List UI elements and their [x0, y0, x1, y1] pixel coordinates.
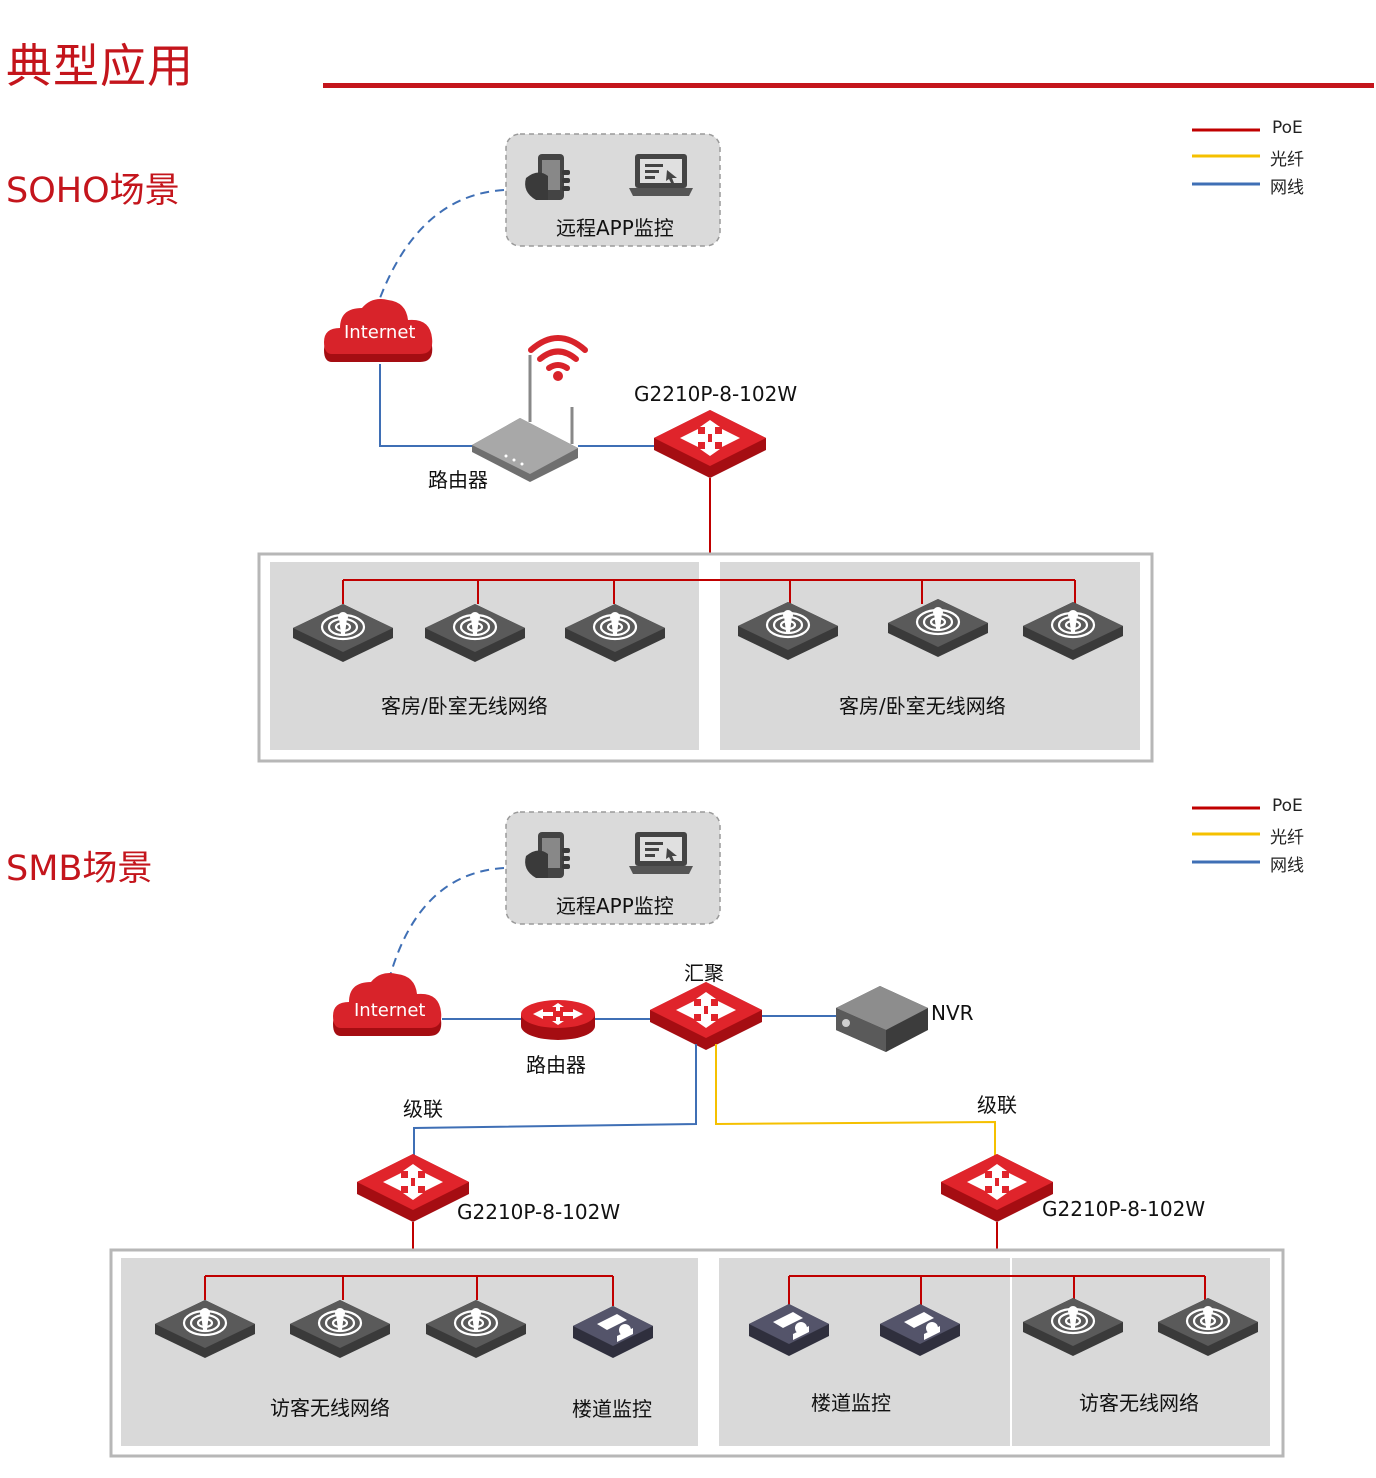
soho-internet-label: Internet	[344, 322, 416, 343]
smb-zone-guest-left-label: 访客无线网络	[270, 1396, 390, 1420]
wifi-icon	[528, 335, 588, 371]
smb-access-switch-right-icon	[941, 1154, 1053, 1222]
soho-router-label: 路由器	[428, 468, 488, 492]
legend-fiber-label: 光纤	[1270, 828, 1304, 848]
soho-zone-left-label: 客房/卧室无线网络	[381, 694, 548, 718]
nvr-icon	[836, 986, 928, 1052]
soho-remote-label: 远程APP监控	[556, 216, 674, 240]
soho-poe-bus	[342, 579, 1076, 604]
smb-core-switch-icon	[650, 982, 762, 1050]
legend-ethernet-label: 网线	[1270, 178, 1304, 198]
smb-zone-stair-left-label: 楼道监控	[572, 1397, 652, 1421]
smb-zone-right-a	[719, 1258, 1010, 1446]
smb-poe-bus-left	[204, 1275, 614, 1306]
smb-switch-right-model: G2210P-8-102W	[1042, 1197, 1206, 1221]
smb-remote-link	[389, 867, 505, 977]
smb-access-switch-left-icon	[357, 1154, 469, 1222]
laptop-icon	[629, 832, 693, 874]
smb-cascade-right-label: 级联	[977, 1093, 1017, 1117]
title-rule	[323, 83, 1374, 88]
smb-remote-label: 远程APP监控	[556, 894, 674, 918]
legend-poe-label: PoE	[1272, 796, 1303, 816]
legend-ethernet-label: 网线	[1270, 856, 1304, 876]
smb-core-label: 汇聚	[684, 961, 724, 985]
legend-fiber-label: 光纤	[1270, 150, 1304, 170]
smb-title: SMB场景	[6, 849, 153, 889]
smb-switch-left-model: G2210P-8-102W	[457, 1200, 621, 1224]
laptop-icon	[629, 154, 693, 196]
soho-title: SOHO场景	[6, 171, 180, 211]
smb-cascade-left-label: 级联	[403, 1097, 443, 1121]
soho-zone-right-label: 客房/卧室无线网络	[839, 694, 1006, 718]
soho-internet-router-link	[379, 364, 473, 447]
smb-router-icon	[521, 1000, 595, 1040]
smb-poe-bus-right	[788, 1275, 1206, 1306]
smb-router-label: 路由器	[526, 1053, 586, 1077]
smb-internet-label: Internet	[354, 1000, 426, 1021]
router-icon	[472, 355, 578, 482]
legend-poe-label: PoE	[1272, 118, 1303, 138]
soho-remote-link	[379, 189, 505, 299]
smb-nvr-label: NVR	[931, 1001, 974, 1025]
smb-cascade-left-link	[413, 1044, 697, 1160]
wifi-dot	[553, 371, 563, 381]
soho-switch-icon	[654, 410, 766, 478]
smb-zone-guest-right-label: 访客无线网络	[1079, 1391, 1199, 1415]
soho-switch-model: G2210P-8-102W	[634, 382, 798, 406]
smb-zone-right-b	[1012, 1258, 1270, 1446]
smb-zone-stair-right-label: 楼道监控	[811, 1391, 891, 1415]
smb-cascade-right-link	[715, 1044, 996, 1160]
page-title: 典型应用	[6, 39, 194, 93]
